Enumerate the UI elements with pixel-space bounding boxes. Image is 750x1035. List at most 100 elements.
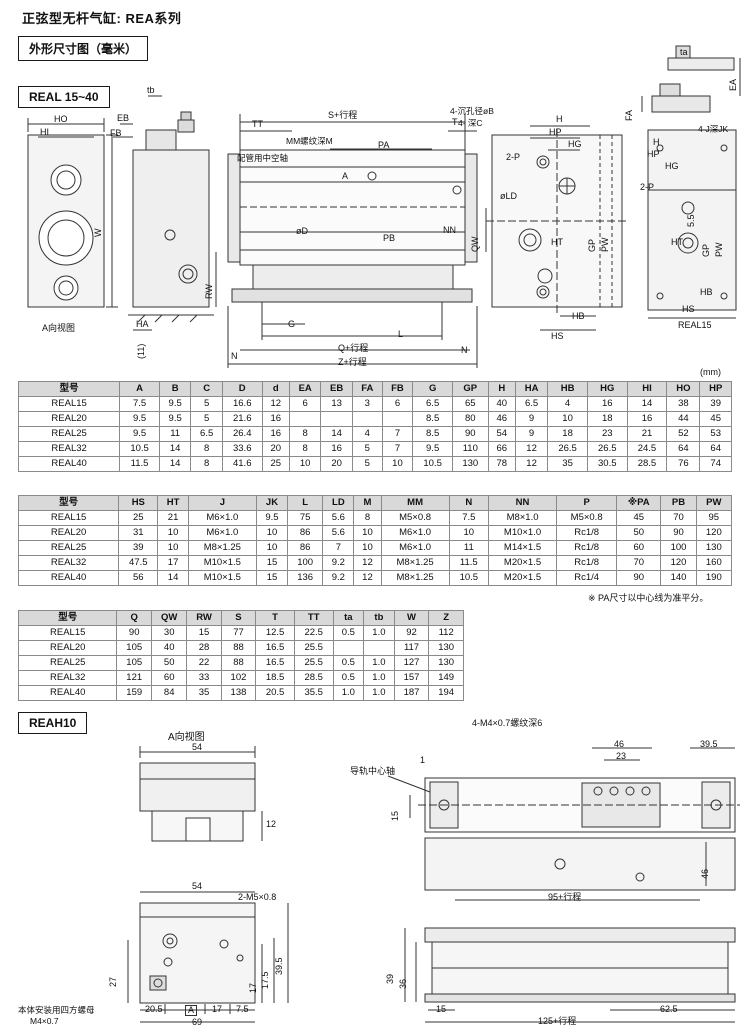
value-cell: 24.5 [626, 441, 668, 457]
model-cell: REAL32 [17, 555, 120, 571]
dim-label-46b: 46 [700, 868, 710, 879]
value-cell: 10 [157, 540, 189, 556]
value-cell: 11 [448, 540, 489, 556]
value-cell: M10×1.0 [487, 525, 558, 541]
model-cell: REAL15 [17, 396, 121, 412]
value-cell: 138 [220, 685, 257, 701]
column-header: EA [288, 381, 322, 397]
value-cell: 12 [514, 456, 549, 472]
column-header: T [255, 610, 295, 626]
value-cell: 25 [261, 456, 290, 472]
dim-label-fa: FA [624, 109, 634, 121]
dim-label-7-5: 7.5 [236, 1004, 249, 1014]
value-cell: 45 [616, 510, 662, 526]
datum-a-flag: A [185, 1005, 198, 1016]
value-cell: 112 [428, 625, 464, 641]
value-cell: 194 [428, 685, 464, 701]
value-cell: 12 [353, 555, 382, 571]
value-cell: 8.5 [412, 411, 453, 427]
value-cell: 64 [699, 441, 732, 457]
model-cell: REAL25 [17, 540, 120, 556]
drawing-left-view [27, 118, 118, 308]
value-cell: 4 [351, 426, 383, 442]
reah-view-a-caption: A向视图 [168, 732, 205, 743]
value-cell: 12 [261, 396, 290, 412]
model-cell: REAL32 [17, 441, 121, 457]
value-cell: 39 [699, 396, 732, 412]
column-header: S [220, 610, 257, 626]
value-cell: 3 [351, 396, 383, 412]
reah-plan-view [387, 747, 740, 901]
dim-label-old: øLD [500, 191, 518, 201]
value-cell: 130 [451, 456, 489, 472]
value-cell: 10 [448, 525, 489, 541]
value-cell: 9.5 [158, 396, 192, 412]
value-cell: 33.6 [221, 441, 263, 457]
value-cell: 28 [186, 640, 222, 656]
value-cell [363, 640, 395, 656]
value-cell: 7 [381, 426, 414, 442]
dim-label-17-5: 17.5 [260, 971, 270, 989]
value-cell: 110 [451, 441, 489, 457]
value-cell: 40 [151, 640, 188, 656]
value-cell: 120 [660, 555, 697, 571]
dim-label-hg: HG [568, 139, 582, 149]
dim-label-ht: HT [551, 237, 563, 247]
value-cell: Rc1/8 [556, 555, 618, 571]
value-cell: 53 [699, 426, 732, 442]
value-cell: 31 [118, 525, 159, 541]
value-cell: 9.5 [119, 426, 160, 442]
value-cell: 30.5 [586, 456, 628, 472]
dim-label-tt: TT [252, 119, 263, 129]
dim-label-ho: HO [54, 114, 68, 124]
column-header: HB [547, 381, 588, 397]
value-cell: 6 [381, 396, 414, 412]
column-header: HS [118, 495, 159, 511]
value-cell: 0.5 [332, 655, 365, 671]
value-cell: 130 [428, 640, 464, 656]
value-cell: 8 [190, 441, 223, 457]
dim-label-n-left: N [231, 351, 238, 361]
value-cell: 8 [353, 510, 382, 526]
value-cell: 16 [320, 441, 353, 457]
dim-label-w: W [93, 228, 103, 238]
value-cell: 80 [451, 411, 489, 427]
value-cell [351, 411, 383, 427]
dim-label-54b: 54 [192, 881, 203, 891]
value-cell: 20 [320, 456, 353, 472]
value-cell: 22.5 [293, 625, 334, 641]
value-cell: 5 [351, 441, 383, 457]
value-cell: 30 [151, 625, 188, 641]
model-cell: REAL25 [17, 426, 121, 442]
value-cell: M6×1.0 [187, 525, 257, 541]
value-cell: 76 [666, 456, 701, 472]
value-cell: 16 [586, 396, 628, 412]
value-cell: 9 [514, 426, 549, 442]
column-header: ※PA [616, 495, 662, 511]
value-cell: 9.2 [322, 570, 355, 586]
model-cell: REAL25 [17, 655, 118, 671]
value-cell: 60 [616, 540, 662, 556]
column-header: FB [381, 381, 414, 397]
value-cell: M6×1.0 [380, 525, 450, 541]
dim-label-hp2: HP [647, 149, 660, 159]
value-cell: 1.0 [363, 685, 395, 701]
value-cell: 100 [287, 555, 324, 571]
model-cell: REAL40 [17, 685, 118, 701]
value-cell: 64 [666, 441, 701, 457]
value-cell: 70 [660, 510, 697, 526]
dim-label-tb: tb [147, 85, 155, 95]
dim-label-q-stroke: Q+行程 [338, 343, 369, 353]
value-cell: 35.5 [293, 685, 334, 701]
value-cell: 13 [320, 396, 353, 412]
value-cell: 9.5 [412, 441, 453, 457]
value-cell: 12 [514, 441, 549, 457]
value-cell: 14 [320, 426, 353, 442]
value-cell: 8 [190, 456, 223, 472]
